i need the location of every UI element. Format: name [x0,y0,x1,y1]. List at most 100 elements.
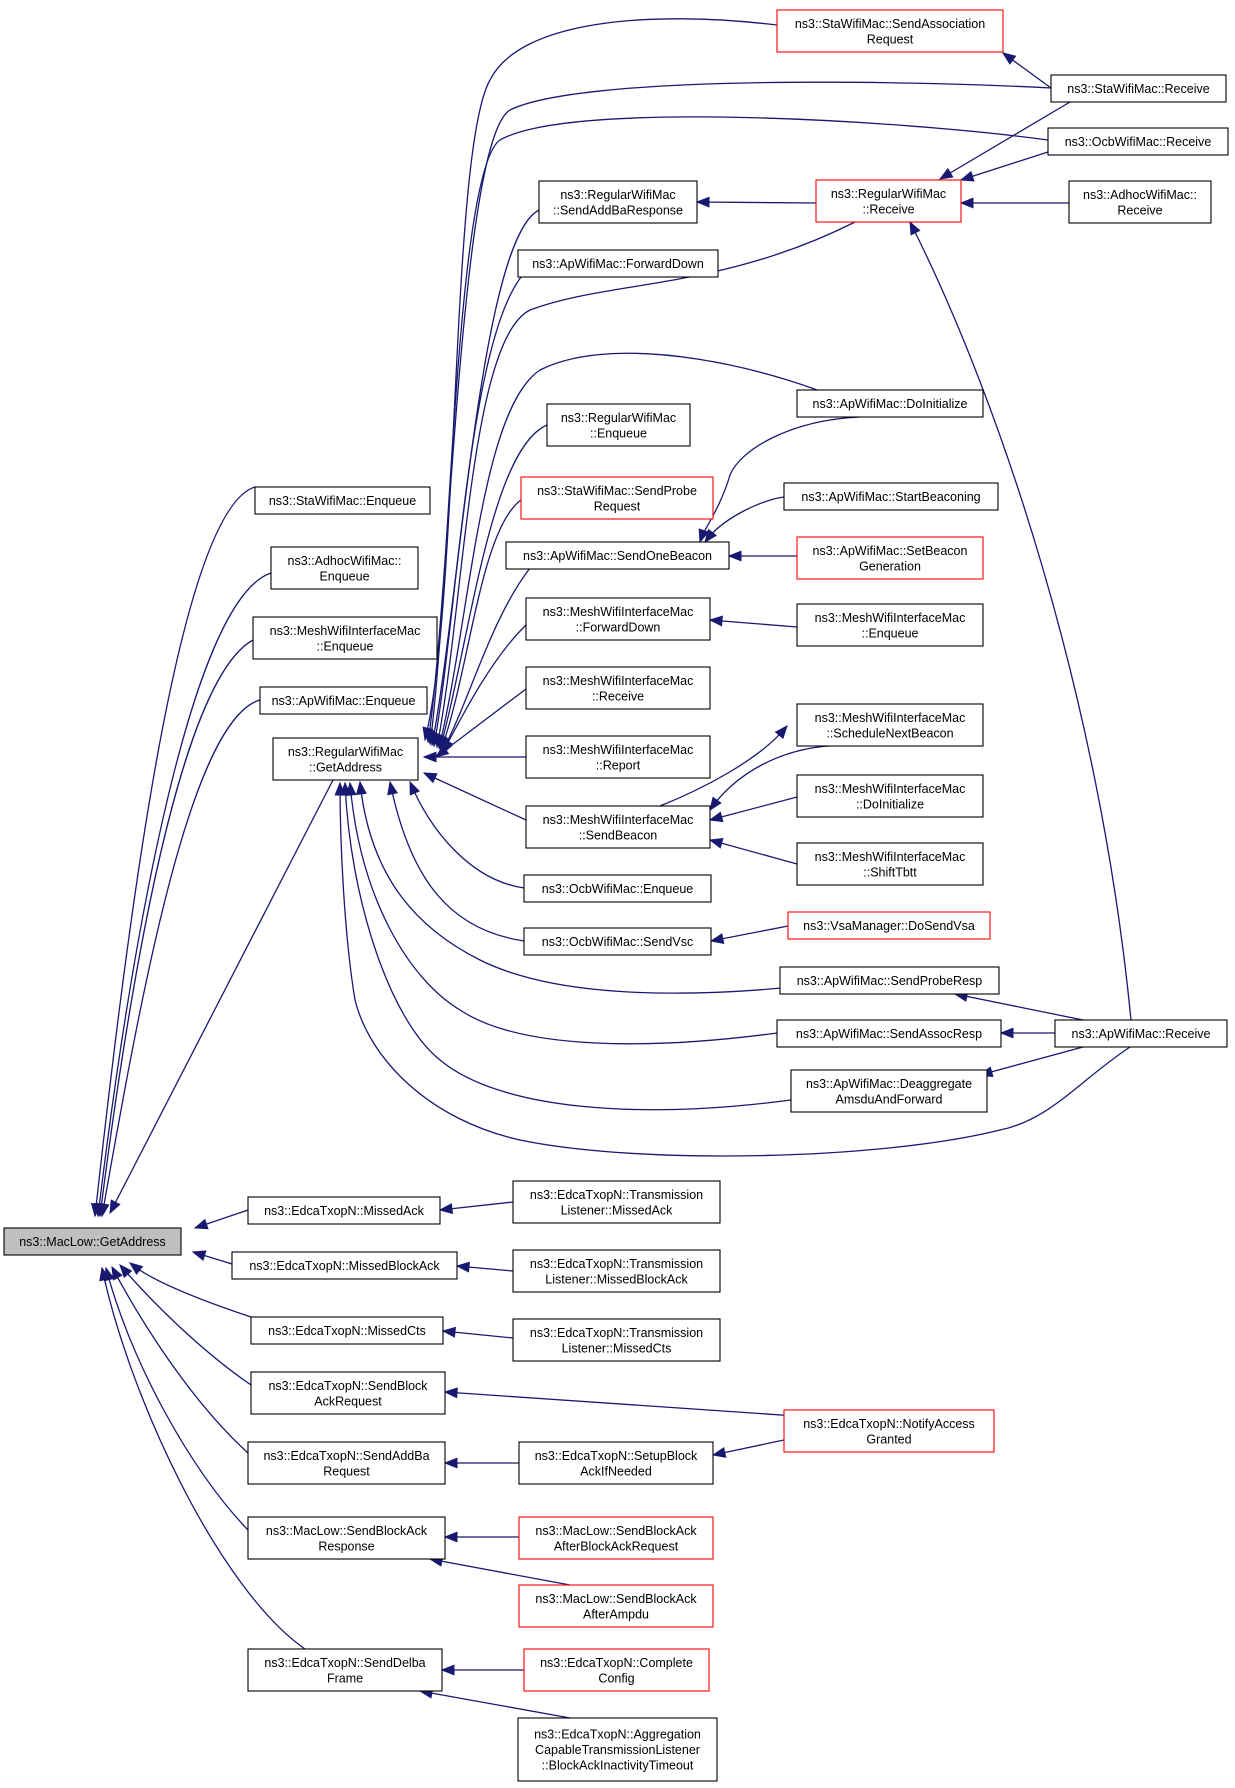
node-box[interactable] [523,927,712,956]
node-meshSB[interactable]: ns3::MeshWifiInterfaceMac::SendBeacon [525,805,711,849]
node-box[interactable] [250,1371,446,1415]
node-box[interactable] [252,616,438,660]
node-root[interactable]: ns3::MacLow::GetAddress [3,1227,182,1256]
node-box[interactable] [247,1516,446,1560]
node-apDAF[interactable]: ns3::ApWifiMac::DeaggregateAmsduAndForwa… [790,1069,988,1113]
node-tlMBA[interactable]: ns3::EdcaTxopN::TransmissionListener::Mi… [512,1249,721,1293]
node-box[interactable] [3,1227,182,1256]
node-box[interactable] [787,911,991,940]
node-missAck[interactable]: ns3::EdcaTxopN::MissedAck [247,1196,441,1225]
node-box[interactable] [779,966,1000,995]
node-box[interactable] [517,249,719,278]
node-regEnq[interactable]: ns3::RegularWifiMac::Enqueue [546,403,691,447]
node-box[interactable] [525,735,711,779]
node-box[interactable] [505,541,730,570]
node-ocbRecv[interactable]: ns3::OcbWifiMac::Receive [1047,127,1229,156]
node-meshEnq[interactable]: ns3::MeshWifiInterfaceMac::Enqueue [252,616,438,660]
node-box[interactable] [512,1180,721,1224]
node-box[interactable] [247,1648,443,1692]
node-regRecv[interactable]: ns3::RegularWifiMac::Receive [815,179,962,223]
node-box[interactable] [1068,180,1212,224]
node-box[interactable] [796,603,984,647]
node-staRecv[interactable]: ns3::StaWifiMac::Receive [1050,74,1227,103]
node-box[interactable] [518,1441,714,1485]
node-apSAR[interactable]: ns3::ApWifiMac::SendAssocResp [776,1019,1002,1048]
node-staEnq[interactable]: ns3::StaWifiMac::Enqueue [254,486,431,515]
node-box[interactable] [270,546,419,590]
node-box[interactable] [776,1019,1002,1048]
node-box[interactable] [512,1249,721,1293]
node-apSPR[interactable]: ns3::ApWifiMac::SendProbeResp [779,966,1000,995]
node-tlMA[interactable]: ns3::EdcaTxopN::TransmissionListener::Mi… [512,1180,721,1224]
node-box[interactable] [790,1069,988,1113]
node-box[interactable] [250,1316,444,1345]
node-meshSNB[interactable]: ns3::MeshWifiInterfaceMac::ScheduleNextB… [796,703,984,747]
node-box[interactable] [518,1516,714,1560]
node-box[interactable] [247,1196,441,1225]
node-apSBcn[interactable]: ns3::ApWifiMac::StartBeaconing [783,482,999,511]
node-box[interactable] [512,1318,721,1362]
node-box[interactable] [546,403,691,447]
node-box[interactable] [1054,1019,1228,1048]
node-box[interactable] [518,1584,714,1628]
node-mlABR[interactable]: ns3::MacLow::SendBlockAckAfterBlockAckRe… [518,1516,714,1560]
node-adhEnq[interactable]: ns3::AdhocWifiMac::Enqueue [270,546,419,590]
node-box[interactable] [776,9,1004,53]
node-box[interactable] [796,842,984,886]
node-tlMC[interactable]: ns3::EdcaTxopN::TransmissionListener::Mi… [512,1318,721,1362]
node-box[interactable] [783,482,999,511]
node-box[interactable] [796,703,984,747]
node-box[interactable] [517,1717,718,1782]
node-box[interactable] [1047,127,1229,156]
node-box[interactable] [796,389,984,418]
node-box[interactable] [520,476,714,520]
node-box[interactable] [525,597,711,641]
node-meshDI[interactable]: ns3::MeshWifiInterfaceMac::DoInitialize [796,774,984,818]
node-box[interactable] [815,179,962,223]
node-regSABR[interactable]: ns3::RegularWifiMac::SendAddBaResponse [538,180,698,224]
node-box[interactable] [538,180,698,224]
node-box[interactable] [523,874,712,903]
node-meshST[interactable]: ns3::MeshWifiInterfaceMac::ShiftTbtt [796,842,984,886]
node-box[interactable] [272,737,419,781]
node-box[interactable] [247,1441,446,1485]
node-meshRecv[interactable]: ns3::MeshWifiInterfaceMac::Receive [525,666,711,710]
node-regGA[interactable]: ns3::RegularWifiMac::GetAddress [272,737,419,781]
node-box[interactable] [783,1409,995,1453]
node-apSOB[interactable]: ns3::ApWifiMac::SendOneBeacon [505,541,730,570]
node-apEnq[interactable]: ns3::ApWifiMac::Enqueue [259,686,428,715]
node-box[interactable] [231,1251,458,1280]
node-meshEnq2[interactable]: ns3::MeshWifiInterfaceMac::Enqueue [796,603,984,647]
node-adhRecv[interactable]: ns3::AdhocWifiMac::Receive [1068,180,1212,224]
node-meshFD[interactable]: ns3::MeshWifiInterfaceMac::ForwardDown [525,597,711,641]
node-box[interactable] [796,536,984,580]
node-meshRep[interactable]: ns3::MeshWifiInterfaceMac::Report [525,735,711,779]
node-box[interactable] [1050,74,1227,103]
node-box[interactable] [259,686,428,715]
node-box[interactable] [525,805,711,849]
node-apFD[interactable]: ns3::ApWifiMac::ForwardDown [517,249,719,278]
node-aggTL[interactable]: ns3::EdcaTxopN::AggregationCapableTransm… [517,1717,718,1782]
node-apDI[interactable]: ns3::ApWifiMac::DoInitialize [796,389,984,418]
node-ocbVsc[interactable]: ns3::OcbWifiMac::SendVsc [523,927,712,956]
node-box[interactable] [525,666,711,710]
node-vsaDo[interactable]: ns3::VsaManager::DoSendVsa [787,911,991,940]
node-missBA[interactable]: ns3::EdcaTxopN::MissedBlockAck [231,1251,458,1280]
node-box[interactable] [254,486,431,515]
node-ocbEnq[interactable]: ns3::OcbWifiMac::Enqueue [523,874,712,903]
node-missCts[interactable]: ns3::EdcaTxopN::MissedCts [250,1316,444,1345]
node-apRecv[interactable]: ns3::ApWifiMac::Receive [1054,1019,1228,1048]
node-box[interactable] [796,774,984,818]
node-box[interactable] [523,1648,710,1692]
